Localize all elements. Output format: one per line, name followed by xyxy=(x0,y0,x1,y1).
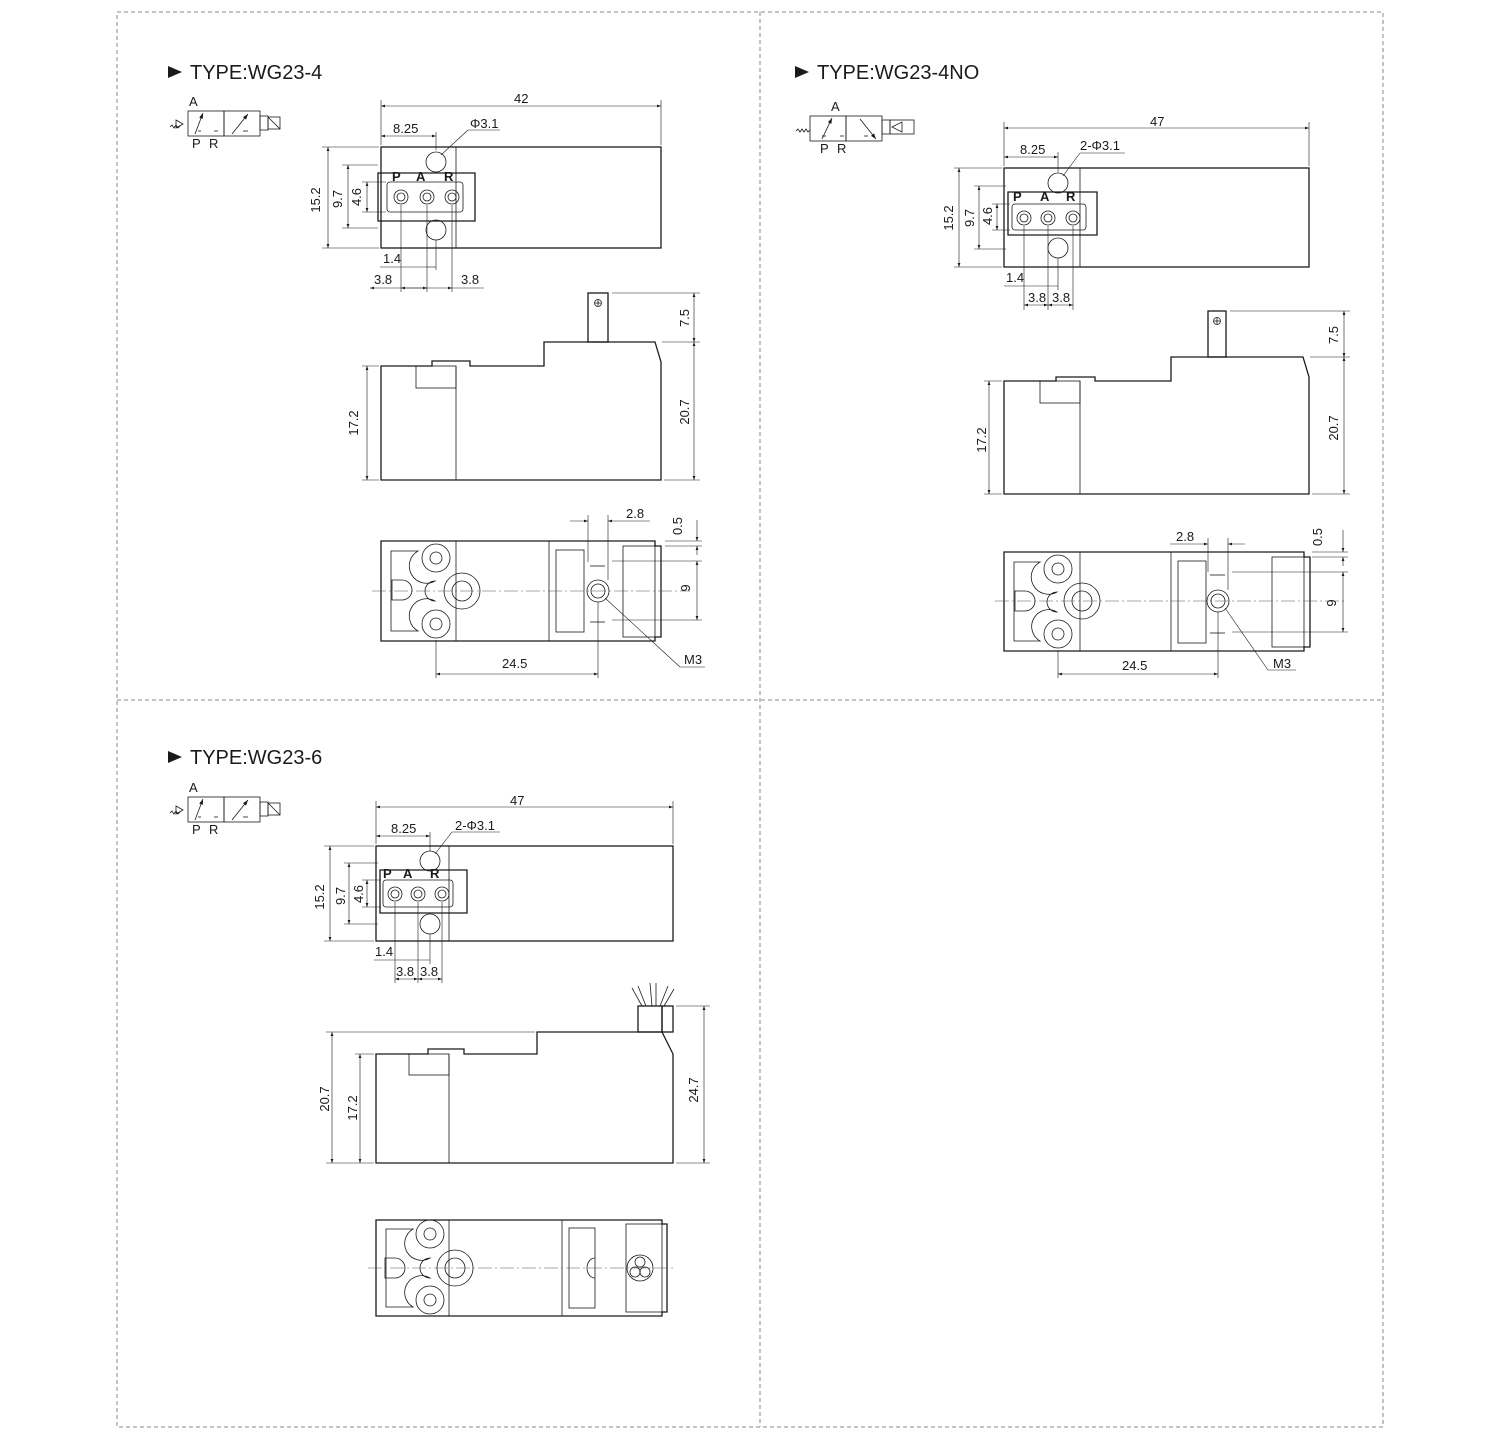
cable-wires xyxy=(631,982,675,1033)
symbol-port-a: A xyxy=(831,99,840,114)
section-title: TYPE:WG23-4NO xyxy=(817,62,979,84)
top-view: P A R 42 8.25 Φ3.1 15.2 9.7 4.6 xyxy=(308,91,662,292)
dim-gap-1: 1.4 xyxy=(383,251,401,266)
dim-bottom-1: 2.8 xyxy=(1176,529,1194,544)
top-port-p: P xyxy=(383,866,392,881)
symbol-port-r: R xyxy=(837,141,846,156)
symbol-port-a: A xyxy=(189,94,198,109)
top-port-r: R xyxy=(430,866,440,881)
top-view: P A R 47 8.25 2-Φ3.1 15.2 9.7 4.6 xyxy=(941,114,1310,310)
dim-bottom-4: 24.5 xyxy=(1122,658,1147,673)
title-arrow-icon xyxy=(168,66,182,78)
dim-offset: 8.25 xyxy=(1020,142,1045,157)
dim-hole: 2-Φ3.1 xyxy=(1080,138,1120,153)
dim-height-3: 4.6 xyxy=(351,885,366,903)
dim-body: 20.7 xyxy=(1326,415,1341,440)
section-wg23-6: TYPE:WG23-6 A P R xyxy=(168,747,710,1317)
dim-body: 20.7 xyxy=(677,399,692,424)
dim-height-3: 4.6 xyxy=(349,188,364,206)
dim-base: 17.2 xyxy=(974,427,989,452)
valve-symbol: A P R xyxy=(169,94,281,151)
dim-gap-3: 3.8 xyxy=(461,272,479,287)
dim-height-1: 15.2 xyxy=(941,205,956,230)
symbol-port-p: P xyxy=(192,822,201,837)
dim-height-3: 4.6 xyxy=(980,207,995,225)
symbol-port-p: P xyxy=(820,141,829,156)
dim-gap-3: 3.8 xyxy=(1052,290,1070,305)
dim-bottom-4: 24.5 xyxy=(502,656,527,671)
dim-hole: 2-Φ3.1 xyxy=(455,818,495,833)
dim-pin: 7.5 xyxy=(677,309,692,327)
dim-bottom-3: 9 xyxy=(678,584,693,591)
top-view: P A R 47 8.25 2-Φ3.1 15.2 9.7 4.6 xyxy=(312,793,674,983)
sheet-frame xyxy=(116,11,1384,1428)
title-arrow-icon xyxy=(795,66,809,78)
dim-gap-2: 3.8 xyxy=(1028,290,1046,305)
symbol-port-p: P xyxy=(192,136,201,151)
dim-base: 17.2 xyxy=(345,1095,360,1120)
dim-bottom-1: 2.8 xyxy=(626,506,644,521)
dim-hole: Φ3.1 xyxy=(470,116,498,131)
side-view: 7.5 20.7 17.2 xyxy=(346,292,700,481)
dim-bottom-2: 0.5 xyxy=(670,517,685,535)
bottom-view: 2.8 0.5 9 24.5 M3 xyxy=(372,506,705,678)
side-view: 7.5 20.7 17.2 xyxy=(974,310,1350,495)
section-wg23-4: TYPE:WG23-4 A P R xyxy=(168,62,705,678)
section-title: TYPE:WG23-6 xyxy=(190,747,322,769)
dim-offset: 8.25 xyxy=(391,821,416,836)
title-arrow-icon xyxy=(168,751,182,763)
dim-total: 20.7 xyxy=(317,1086,332,1111)
top-port-r: R xyxy=(444,169,454,184)
symbol-port-r: R xyxy=(209,136,218,151)
dim-gap-3: 3.8 xyxy=(420,964,438,979)
dim-height-1: 15.2 xyxy=(308,187,323,212)
bottom-view xyxy=(368,1219,676,1317)
section-title: TYPE:WG23-4 xyxy=(190,62,322,84)
dim-height-1: 15.2 xyxy=(312,884,327,909)
dim-thread: M3 xyxy=(684,652,702,667)
top-port-p: P xyxy=(392,169,401,184)
dim-base: 17.2 xyxy=(346,410,361,435)
dim-gap-2: 3.8 xyxy=(374,272,392,287)
dim-body: 24.7 xyxy=(686,1077,701,1102)
dim-height-2: 9.7 xyxy=(333,887,348,905)
dim-height-2: 9.7 xyxy=(330,190,345,208)
valve-symbol: A P R xyxy=(169,780,281,837)
dim-gap-2: 3.8 xyxy=(396,964,414,979)
top-port-a: A xyxy=(416,169,426,184)
section-wg23-4no: TYPE:WG23-4NO A P R xyxy=(795,62,1350,678)
dim-width: 42 xyxy=(514,91,528,106)
side-view: 24.7 20.7 17.2 xyxy=(317,982,710,1164)
dim-bottom-3: 9 xyxy=(1324,599,1339,606)
valve-symbol: A P R xyxy=(795,99,915,156)
dim-thread: M3 xyxy=(1273,656,1291,671)
top-port-p: P xyxy=(1013,189,1022,204)
bottom-view: 2.8 0.5 9 24.5 M3 xyxy=(995,528,1348,678)
top-port-r: R xyxy=(1066,189,1076,204)
dim-pin: 7.5 xyxy=(1326,326,1341,344)
symbol-port-r: R xyxy=(209,822,218,837)
top-port-a: A xyxy=(1040,189,1050,204)
symbol-port-a: A xyxy=(189,780,198,795)
dim-offset: 8.25 xyxy=(393,121,418,136)
dim-gap-1: 1.4 xyxy=(375,944,393,959)
dim-width: 47 xyxy=(1150,114,1164,129)
dim-bottom-2: 0.5 xyxy=(1310,528,1325,546)
dim-gap-1: 1.4 xyxy=(1006,270,1024,285)
dim-height-2: 9.7 xyxy=(962,209,977,227)
dim-width: 47 xyxy=(510,793,524,808)
top-port-a: A xyxy=(403,866,413,881)
